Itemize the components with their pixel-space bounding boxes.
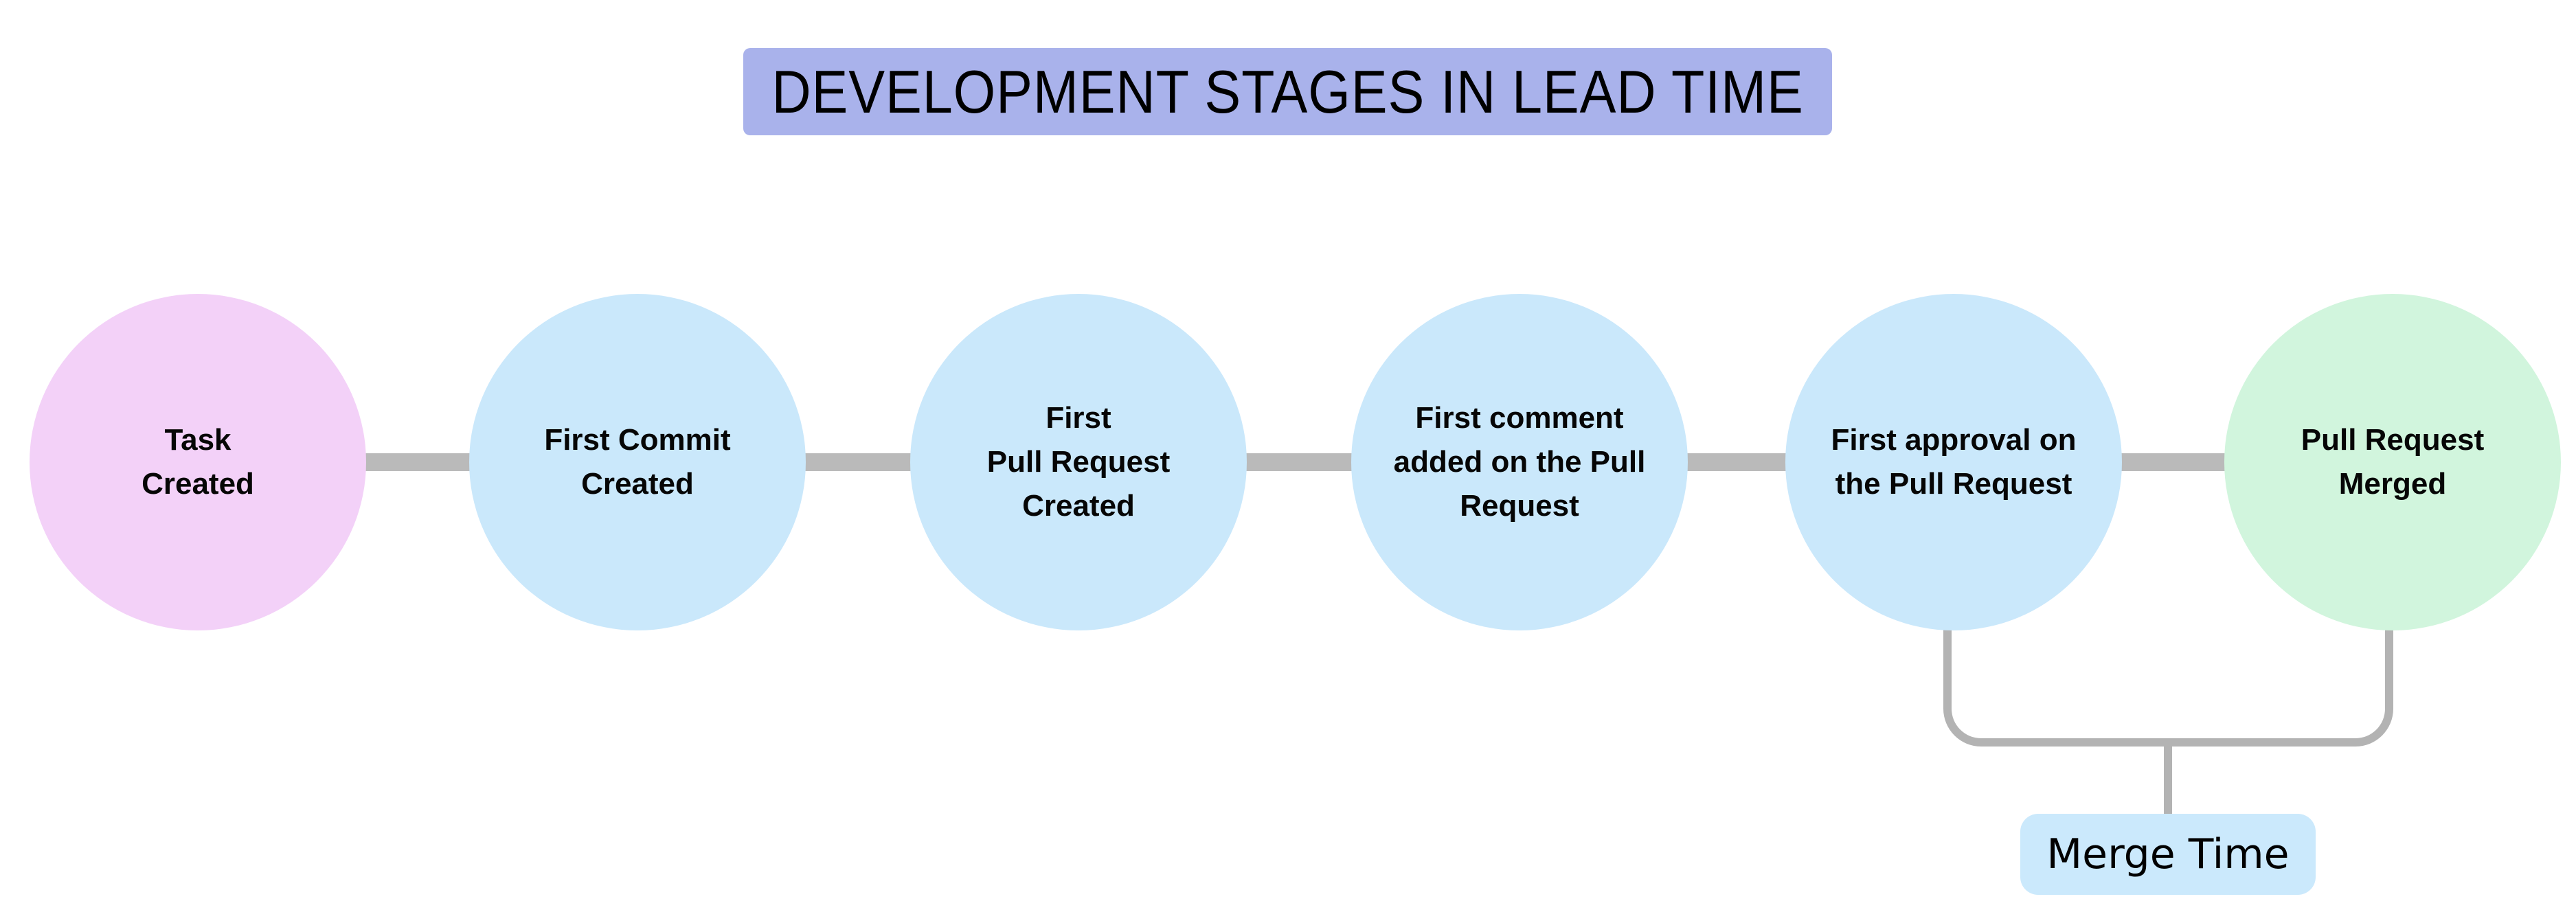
stage-circle-first-approval: First approval on the Pull Request bbox=[1785, 294, 2122, 630]
stage-circle-first-comment-added: First comment added on the Pull Request bbox=[1351, 294, 1688, 630]
diagram-title: DEVELOPMENT STAGES IN LEAD TIME bbox=[771, 57, 1804, 126]
diagram-title-box: DEVELOPMENT STAGES IN LEAD TIME bbox=[743, 48, 1832, 135]
stage-circle-task-created: Task Created bbox=[30, 294, 366, 630]
stage-circle-first-pull-request-created: First Pull Request Created bbox=[910, 294, 1247, 630]
stage-label-first-approval: First approval on the Pull Request bbox=[1831, 423, 2077, 501]
merge-time-bracket-stem bbox=[2164, 745, 2172, 815]
merge-time-label-box: Merge Time bbox=[2020, 814, 2316, 895]
stage-label-pull-request-merged: Pull Request Merged bbox=[2301, 423, 2485, 501]
merge-time-bracket bbox=[1943, 625, 2393, 747]
stage-label-first-pull-request-created: First Pull Request Created bbox=[986, 401, 1171, 523]
stage-circle-first-commit-created: First Commit Created bbox=[469, 294, 806, 630]
stage-label-first-comment-added: First comment added on the Pull Request bbox=[1393, 401, 1646, 523]
stage-label-task-created: Task Created bbox=[142, 423, 254, 501]
merge-time-label: Merge Time bbox=[2046, 830, 2290, 878]
stage-circle-pull-request-merged: Pull Request Merged bbox=[2224, 294, 2561, 630]
stage-label-first-commit-created: First Commit Created bbox=[544, 423, 731, 501]
